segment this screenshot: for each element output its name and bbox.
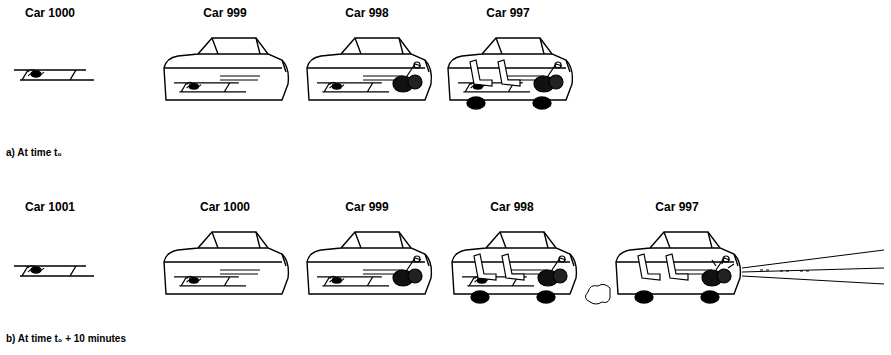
car-label: Car 1001 [25, 200, 75, 214]
headlight-beams [742, 250, 884, 284]
car-label: Car 998 [345, 6, 388, 20]
chassis [14, 266, 94, 277]
car-label: Car 999 [345, 200, 388, 214]
car-label: Car 997 [486, 6, 529, 20]
car-body [164, 232, 288, 294]
caption: a) At time t₀ [6, 146, 62, 160]
car-label: Car 1000 [200, 200, 250, 214]
finished-car [585, 232, 740, 304]
car-label: Car 998 [490, 200, 533, 214]
car-body-engine [307, 232, 431, 294]
car-body-seats-wheels [448, 38, 572, 109]
caption: b) At time t₀ + 10 minutes [6, 332, 126, 346]
car-label: Car 1000 [25, 6, 75, 20]
car-body [164, 38, 288, 100]
car-body-engine [307, 38, 431, 100]
chassis [14, 70, 94, 81]
car-body-seats-wheels [452, 232, 576, 303]
car-label: Car 997 [655, 200, 698, 214]
car-label: Car 999 [203, 6, 246, 20]
